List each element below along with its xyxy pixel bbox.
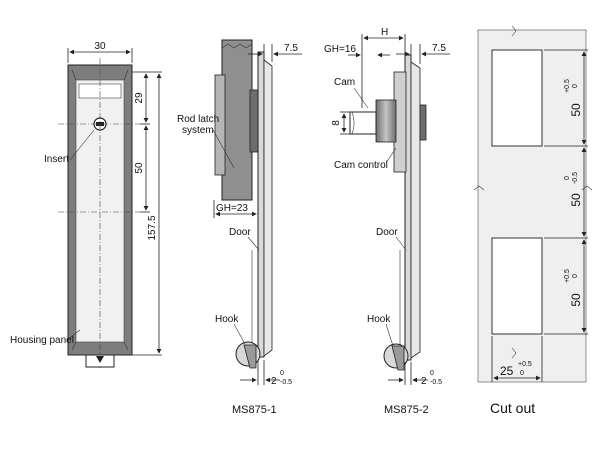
front-view: 30 29 50 157.5 Insert Housing panel xyxy=(10,41,162,368)
tol-up-b: 0 xyxy=(430,370,434,377)
cutout-opening-top xyxy=(491,49,543,147)
side-view-ms875-1: 7.5 Rod latch system GH=23 Door Hook 2 0… xyxy=(177,39,302,416)
cut-dim-mid-up: 0 xyxy=(564,176,571,180)
label-housing-panel: Housing panel xyxy=(10,335,74,346)
cut-dim-top-up: +0.5 xyxy=(564,79,571,93)
tol-up-a: 0 xyxy=(280,370,284,377)
label-hook-2: Hook xyxy=(367,314,391,325)
dim-width-30: 30 xyxy=(94,41,106,52)
label-door-2: Door xyxy=(376,227,398,238)
tol-dn-b: -0.5 xyxy=(430,379,442,386)
door-panel xyxy=(257,51,265,358)
label-rod-latch: Rod latch xyxy=(177,114,219,125)
cam xyxy=(349,111,377,135)
cutout-opening-bottom xyxy=(491,237,543,335)
dim-50: 50 xyxy=(134,162,145,174)
caption-cut-out: Cut out xyxy=(490,400,535,416)
cut-dim-bot-up: +0.5 xyxy=(564,269,571,283)
gh-23: GH=23 xyxy=(216,203,248,214)
tol-dn-a: -0.5 xyxy=(280,379,292,386)
dim-7-5-b: 7.5 xyxy=(432,43,446,54)
dim-157-5: 157.5 xyxy=(147,215,158,240)
caption-ms875-2: MS875-2 xyxy=(384,404,429,416)
dim-2-a: 2 xyxy=(271,376,277,387)
dim-h: H xyxy=(381,27,388,38)
cut-dim-width-dn: 0 xyxy=(520,370,524,377)
caption-ms875-1: MS875-1 xyxy=(232,404,277,416)
cut-dim-top: 50 xyxy=(569,103,583,117)
dim-cam-8: 8 xyxy=(331,120,342,126)
cut-dim-width: 25 xyxy=(500,364,514,378)
label-door-1: Door xyxy=(229,227,251,238)
cut-dim-mid: 50 xyxy=(569,193,583,207)
cutout-view: 50 +0.5 0 50 0 -0.5 50 +0.5 0 25 +0.5 0 … xyxy=(473,25,593,416)
cut-dim-top-dn: 0 xyxy=(572,84,579,88)
cam-shaft xyxy=(375,99,397,143)
side-view-ms875-2: H GH=16 7.5 Cam 8 Cam control Door Hook … xyxy=(324,27,450,416)
cut-dim-width-up: +0.5 xyxy=(518,361,532,368)
cut-dim-mid-dn: -0.5 xyxy=(572,172,579,184)
label-hook-1: Hook xyxy=(215,314,239,325)
cut-dim-bot-dn: 0 xyxy=(572,274,579,278)
dim-29: 29 xyxy=(134,92,145,104)
label-insert: Insert xyxy=(44,154,69,165)
cut-dim-bot: 50 xyxy=(569,293,583,307)
gh-16: GH=16 xyxy=(324,44,356,55)
label-rod-latch-system: system xyxy=(182,125,214,136)
rod-latch-block xyxy=(221,39,253,201)
dim-7-5-a: 7.5 xyxy=(284,43,298,54)
label-cam: Cam xyxy=(334,77,355,88)
dim-2-b: 2 xyxy=(421,376,427,387)
label-cam-control: Cam control xyxy=(334,160,388,171)
